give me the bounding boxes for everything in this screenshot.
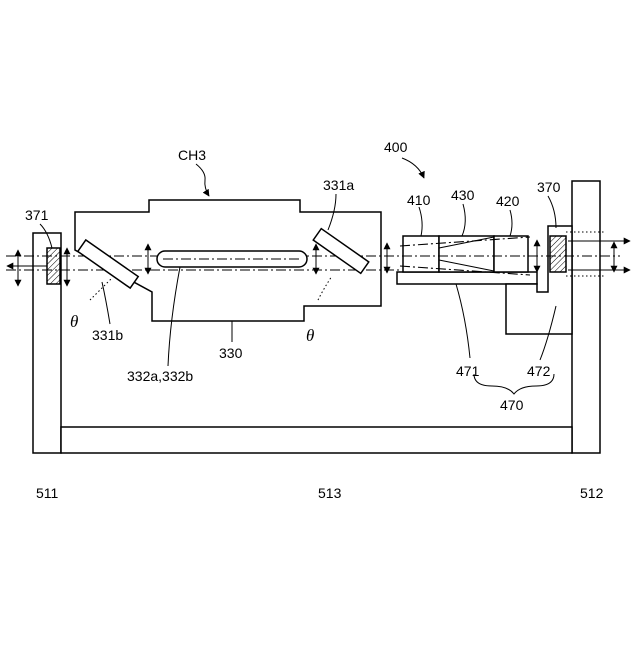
label-513: 513 [318, 485, 342, 501]
label-371: 371 [25, 207, 49, 223]
label-331a: 331a [323, 177, 354, 193]
leader-471 [456, 284, 470, 358]
label-ch3: CH3 [178, 147, 206, 163]
leader-410 [419, 207, 422, 236]
coupler-371 [47, 248, 60, 284]
label-410: 410 [407, 192, 431, 208]
theta-arc-left [90, 278, 112, 300]
label-331b: 331b [92, 327, 123, 343]
leader-420 [510, 210, 512, 236]
module-430 [439, 236, 494, 272]
label-512: 512 [580, 485, 604, 501]
label-430: 430 [451, 187, 475, 203]
label-511: 511 [36, 485, 59, 501]
label-472: 472 [527, 363, 551, 379]
post-512 [572, 181, 600, 453]
label-332: 332a,332b [127, 368, 193, 384]
label-theta-right: θ [306, 326, 314, 345]
leader-ch3 [196, 164, 209, 196]
module-420 [494, 236, 528, 272]
label-470: 470 [500, 397, 524, 413]
leader-370 [548, 196, 556, 228]
leader-430 [462, 204, 465, 236]
leader-331b [102, 282, 110, 324]
label-471: 471 [456, 363, 480, 379]
coupler-370 [550, 236, 566, 272]
label-370: 370 [537, 179, 561, 195]
label-400: 400 [384, 139, 408, 155]
label-420: 420 [496, 193, 520, 209]
label-330: 330 [219, 345, 243, 361]
leader-400 [402, 158, 424, 178]
base-513 [61, 427, 572, 453]
label-theta-left: θ [70, 312, 78, 331]
